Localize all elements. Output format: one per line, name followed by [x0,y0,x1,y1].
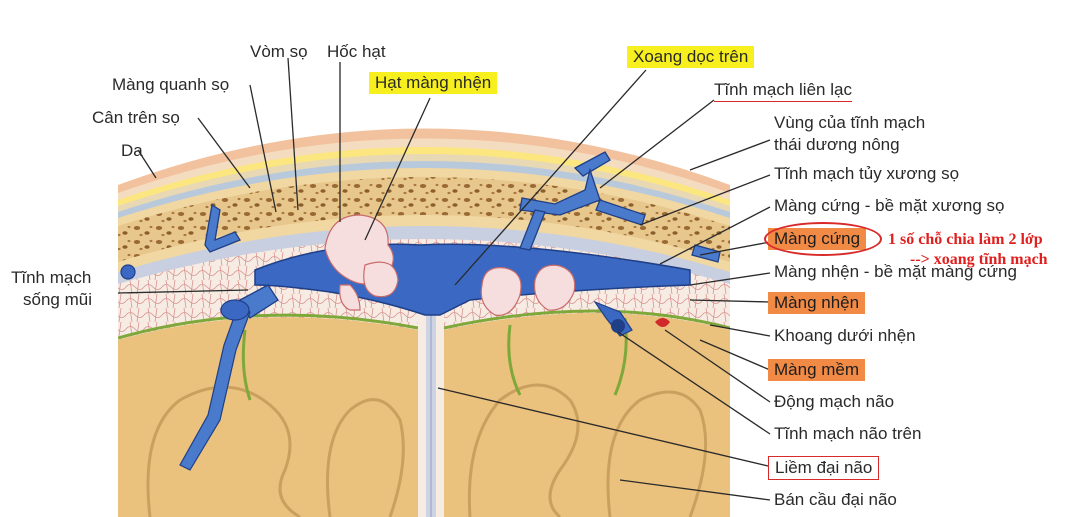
label-mang-cung-be-mat: Màng cứng - bề mặt xương sọ [774,196,1005,215]
label-hoc-hat: Hốc hạt [327,42,386,61]
arachnoid-granulations [324,214,576,316]
label-da: Da [121,141,143,160]
label-vung-tinh-mach-line1: Vùng của tĩnh mạch [774,113,926,132]
label-xoang-doc-tren: Xoang dọc trên [627,46,755,68]
label-hat-mang-nhen: Hạt màng nhện [369,72,498,94]
label-vom-so: Vòm sọ [250,42,308,61]
diploic-vein [204,203,241,253]
annotation-line2: --> xoang tĩnh mạch [910,251,1048,268]
label-mang-nhen-be-mat: Màng nhện - bề mặt màng cứng [774,262,1017,281]
label-mang-mem: Màng mềm [768,359,866,381]
label-vung-tinh-mach-line2: thái dương nông [774,135,900,154]
label-tinh-mach-lien-lac: Tĩnh mạch liên lạc [714,80,852,102]
label-can-tren-so: Cân trên sọ [92,108,180,127]
label-mang-quanh-so: Màng quanh sọ [112,75,230,94]
emissary-vein [519,167,601,216]
pia-line-right [443,309,730,330]
pia-line-left [118,313,419,340]
label-liem-dai-nao: Liềm đại não [768,456,880,480]
label-khoang-duoi-nhen: Khoang dưới nhện [774,326,916,345]
annotation-line1: 1 số chỗ chia làm 2 lớp [888,231,1043,248]
left-hemisphere [118,317,418,517]
leader-lines [117,57,771,501]
label-tinh-mach-nao-tren: Tĩnh mạch não trên [774,424,922,443]
label-dong-mach-nao: Động mạch não [774,392,895,411]
mang-cung-circle [764,222,882,256]
label-ban-cau-dai-nao: Bán cầu đại não [774,490,897,509]
label-tinh-mach-song-mui-line1: Tĩnh mạch [11,268,92,287]
right-hemisphere [444,313,730,517]
label-tinh-mach-tuy: Tĩnh mạch tủy xương sọ [774,164,960,183]
label-tinh-mach-song-mui-line2: sống mũi [23,290,92,309]
label-mang-nhen: Màng nhện [768,292,866,314]
